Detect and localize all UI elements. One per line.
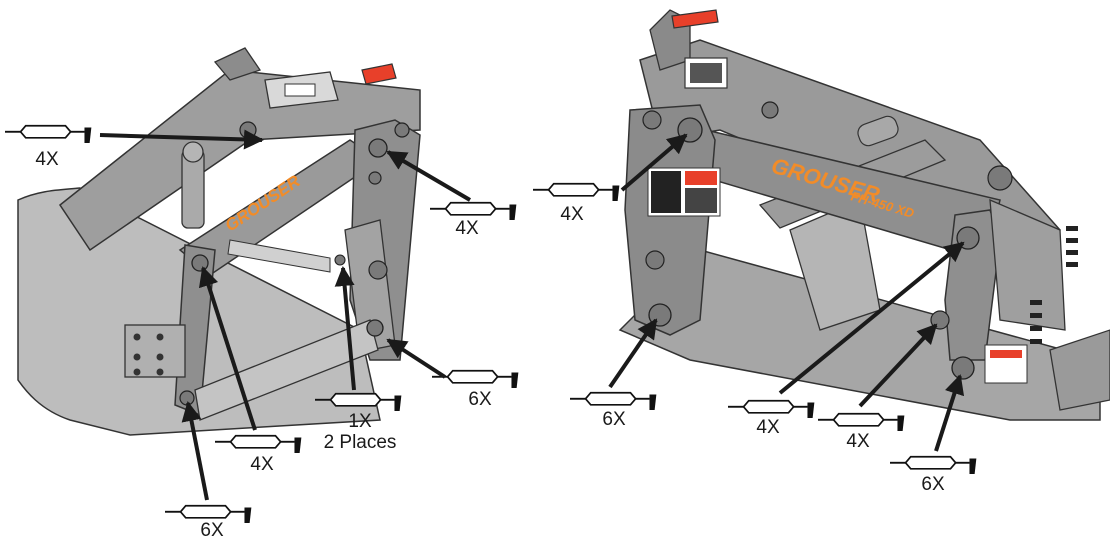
- right-boom-view: GROUSER FH-450 XD: [618, 9, 1110, 421]
- grease-gun-icon: [728, 399, 816, 419]
- callout-qty: 1X: [348, 411, 372, 432]
- callout-qty: 4X: [455, 218, 479, 239]
- callout-qty: 4X: [560, 204, 584, 225]
- callout-note: 2 Places: [323, 432, 397, 453]
- grease-gun-icon: [890, 455, 978, 475]
- grease-gun-icon: [818, 412, 906, 432]
- callout-arrows: [99, 129, 965, 501]
- grease-gun-icon: [533, 182, 621, 202]
- grease-gun-icon: [432, 369, 520, 389]
- callout-qty: 4X: [756, 417, 780, 438]
- callout-qty: 4X: [35, 149, 59, 170]
- callout-qty: 6X: [602, 409, 626, 430]
- callout-qty: 6X: [468, 389, 492, 410]
- grease-gun-icon: [570, 391, 658, 411]
- callout-qty: 4X: [846, 431, 870, 452]
- grease-gun-icon: [5, 124, 93, 144]
- callout-qty: 6X: [921, 474, 945, 495]
- callout-qty: 6X: [200, 520, 224, 541]
- callout-qty: 4X: [250, 454, 274, 475]
- grease-gun-icon: [215, 434, 303, 454]
- left-attachment-view: GROUSER: [17, 47, 421, 436]
